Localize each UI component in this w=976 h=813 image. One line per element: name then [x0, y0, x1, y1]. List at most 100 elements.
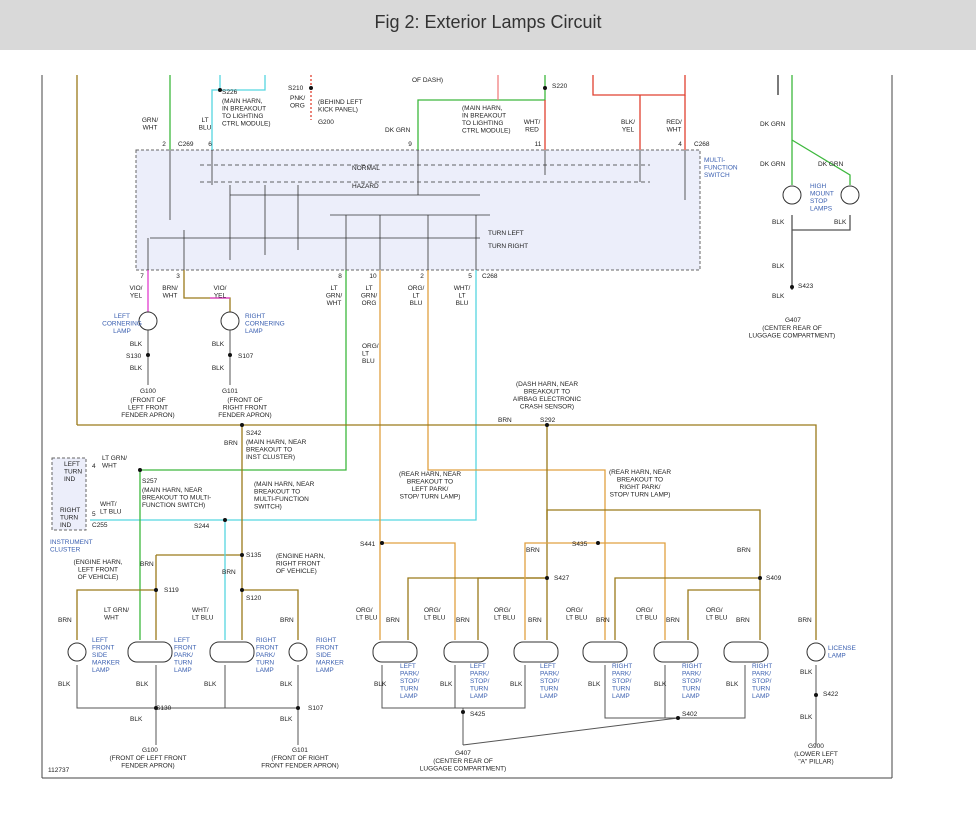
- label-rear-brn: BRN: [456, 617, 470, 624]
- label-rear-blk: BLK: [800, 714, 813, 721]
- label-front-blk: BLK: [280, 716, 293, 723]
- label-rear-g407: G407: [455, 750, 471, 757]
- label-high-mount-dk-grn: DK GRN: [818, 161, 844, 168]
- label-high-mount-blk: BLK: [772, 293, 785, 300]
- label-front-s107: S107: [308, 705, 324, 712]
- left-side-marker-icon: [67, 642, 87, 662]
- label-rear-org-lt-blu: ORG/LT BLU: [636, 607, 658, 622]
- label-switch-bottom-pin8: 8: [338, 273, 342, 280]
- label-cornering-s107: S107: [238, 353, 254, 360]
- label-top-s220: S220: [552, 83, 568, 90]
- label-rear-brn: BRN: [798, 617, 812, 624]
- label-top-blk-yel: BLK/YEL: [621, 119, 635, 134]
- label-switch-bottom-pin10: 10: [369, 273, 377, 280]
- label-high-mount-blk: BLK: [772, 219, 785, 226]
- label-cornering-blk: BLK: [212, 365, 225, 372]
- label-switch-turn-left: TURN LEFT: [488, 230, 524, 237]
- label-switch-bottom-pin5: 5: [468, 273, 472, 280]
- high-mount-lamp-right-icon: [840, 185, 860, 205]
- switch-contacts: [147, 150, 686, 270]
- label-front-s130: S130: [156, 705, 172, 712]
- label-front-blk: BLK: [280, 681, 293, 688]
- label-rear-s427: S427: [554, 575, 570, 582]
- label-front-brn: BRN: [222, 569, 236, 576]
- label-rear-org-lt-blu: ORG/LT BLU: [566, 607, 588, 622]
- label-front-lt-grn-wht: LT GRN/WHT: [104, 607, 129, 622]
- label-top-g200: G200: [318, 119, 334, 126]
- label-rear-s422: S422: [823, 691, 839, 698]
- label-front-blk: BLK: [58, 681, 71, 688]
- label-high-mount-s423: S423: [798, 283, 814, 290]
- label-rear-blk: BLK: [588, 681, 601, 688]
- instrument-cluster-box: [51, 457, 87, 531]
- label-rear-brn: BRN: [737, 547, 751, 554]
- label-top-s210: S210: [288, 85, 304, 92]
- label-top-pin2: 2: [162, 141, 166, 148]
- label-top-grn-wht: GRN/WHT: [142, 117, 158, 132]
- label-top-pin9: 9: [408, 141, 412, 148]
- label-cornering-blk: BLK: [130, 341, 143, 348]
- label-switch-hazard: HAZARD: [352, 183, 379, 190]
- label-front-s135: S135: [246, 552, 262, 559]
- ground-wires: [76, 330, 817, 746]
- label-top-c268: C268: [694, 141, 710, 148]
- label-cornering-g100: G100: [140, 388, 156, 395]
- label-switch-turn-right: TURN RIGHT: [488, 243, 528, 250]
- label-mid-brn: BRN: [498, 417, 512, 424]
- label-rear-blk: BLK: [800, 669, 813, 676]
- label-top-s226: S226: [222, 89, 238, 96]
- left-cornering-lamp-icon: [138, 311, 158, 331]
- left-front-park-lamp-icon: [127, 641, 173, 663]
- splice-dots: [138, 86, 818, 720]
- label-cornering-blk: BLK: [212, 341, 225, 348]
- label-high-mount-blk: BLK: [772, 263, 785, 270]
- label-front-brn: BRN: [140, 561, 154, 568]
- right-front-park-lamp-icon: [209, 641, 255, 663]
- label-front-s120: S120: [246, 595, 262, 602]
- label-rear-brn: BRN: [666, 617, 680, 624]
- label-rear-org-lt-blu: ORG/LT BLU: [706, 607, 728, 622]
- label-rear-brn: BRN: [386, 617, 400, 624]
- label-cornering-blk: BLK: [130, 365, 143, 372]
- label-rear-blk: BLK: [726, 681, 739, 688]
- label-switch-bottom-vio-yel2: VIO/YEL: [213, 285, 226, 300]
- label-switch-bottom-c268: C268: [482, 273, 498, 280]
- label-cornering-s130: S130: [126, 353, 142, 360]
- lamps: [67, 185, 860, 663]
- label-front-blk: BLK: [130, 716, 143, 723]
- label-mid-s257: S257: [142, 478, 158, 485]
- right-cornering-lamp-icon: [220, 311, 240, 331]
- label-switch-bottom-vio-yel: VIO/YEL: [129, 285, 142, 300]
- label-top-dk-grn: DK GRN: [385, 127, 411, 134]
- label-rear-s425: S425: [470, 711, 486, 718]
- label-rear-brn: BRN: [596, 617, 610, 624]
- label-front-wht-lt-blu: WHT/LT BLU: [192, 607, 214, 622]
- label-switch-bottom-brn-wht: BRN/WHT: [162, 285, 178, 300]
- top-wires: [76, 75, 851, 425]
- label-rear-g900-desc: (LOWER LEFT"A" PILLAR): [794, 751, 838, 766]
